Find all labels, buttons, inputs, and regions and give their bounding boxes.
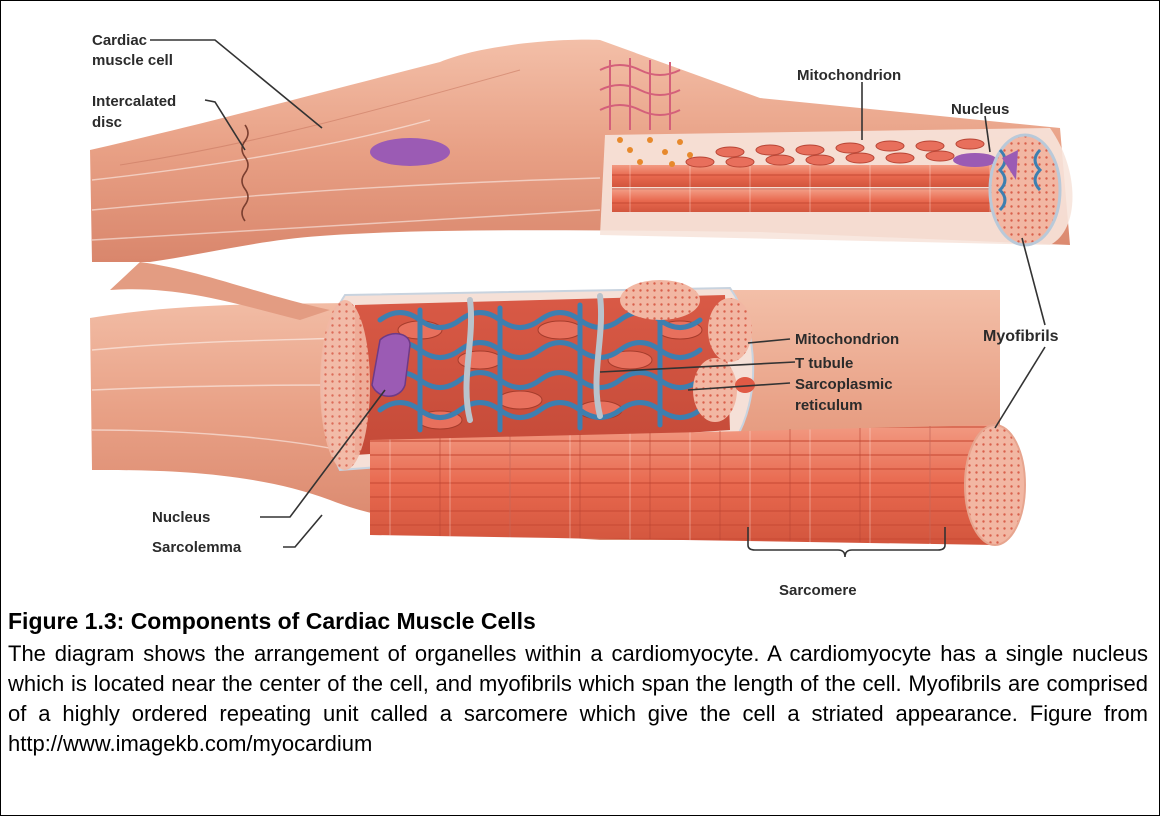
caption-title: Figure 1.3: Components of Cardiac Muscle… [8, 608, 536, 635]
label-cardiac-muscle-cell-2: muscle cell [92, 52, 173, 69]
upper-cutaway-nucleus [953, 153, 997, 167]
label-mitochondrion-top: Mitochondrion [797, 67, 901, 84]
caption-body: The diagram shows the arrangement of org… [8, 639, 1148, 759]
label-t-tubule: T tubule [795, 355, 853, 372]
label-sarcoplasmic-reticulum-2: reticulum [795, 397, 863, 414]
label-mitochondrion-mid: Mitochondrion [795, 331, 899, 348]
cardiac-muscle-diagram: Cardiac muscle cell Intercalated disc Mi… [0, 0, 1160, 610]
label-intercalated-disc-2: disc [92, 114, 122, 131]
label-intercalated-disc-1: Intercalated [92, 93, 176, 110]
label-myofibrils: Myofibrils [983, 328, 1059, 345]
sarcolemma-leader [283, 515, 322, 547]
myofibril-end [965, 425, 1025, 545]
label-nucleus-bottom: Nucleus [152, 509, 210, 526]
right-cross-section [708, 298, 752, 362]
label-nucleus-top: Nucleus [951, 101, 1009, 118]
myofibril-striations [370, 425, 995, 545]
label-sarcoplasmic-reticulum-1: Sarcoplasmic [795, 376, 893, 393]
myofibrils-leader-upper [1022, 238, 1045, 325]
upper-nucleus [370, 138, 450, 166]
label-sarcomere: Sarcomere [779, 582, 857, 599]
myofibrils-leader-lower [995, 347, 1045, 428]
label-sarcolemma: Sarcolemma [152, 539, 242, 556]
right-cross-section [620, 280, 700, 320]
label-cardiac-muscle-cell-1: Cardiac [92, 32, 147, 49]
upper-muscle-cell [90, 40, 1073, 262]
myofibril-cylinder [370, 425, 1025, 545]
upper-myofibril-striations [612, 165, 1012, 212]
